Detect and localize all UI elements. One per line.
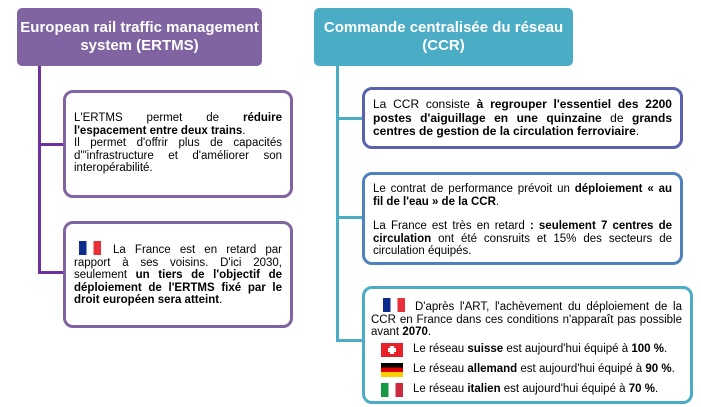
ccr-title: Commande centralisée du réseau (CCR) [323, 19, 564, 54]
text-segment: Le contrat de performance prévoit un [373, 183, 575, 195]
text-segment: . [219, 294, 223, 306]
text-segment: Le réseau italien est aujourd'hui équipé… [413, 383, 658, 396]
text-segment: grands centres de gestion de la circulat… [373, 110, 672, 138]
ccr-box-comparison: D'après l'ART, l'achèvement du déploieme… [362, 286, 693, 404]
country-row-switzerland: Le réseau suisse est aujourd'hui équipé … [371, 342, 682, 357]
switzerland-flag-icon [381, 342, 403, 357]
text-segment: allemand [467, 363, 518, 376]
text-segment: . [663, 343, 668, 356]
text-segment: . [495, 195, 500, 208]
text-segment: Le réseau [413, 343, 468, 356]
france-flag-icon [79, 241, 101, 255]
text-segment: Le contrat de performance prévoit un dép… [373, 183, 672, 208]
text-segment: suisse [467, 343, 504, 356]
ccr-header: Commande centralisée du réseau (CCR) [314, 8, 573, 66]
text-segment: italien [467, 383, 501, 396]
ertms-connector-trunk [38, 66, 41, 273]
ccr-box-description: La CCR consiste à regrouper l'essentiel … [362, 87, 683, 149]
germany-flag-icon [381, 362, 403, 377]
ccr-connector-3 [336, 339, 363, 342]
text-segment: 70 % [628, 383, 655, 396]
text-segment: La France est très en retard : seulement… [373, 220, 672, 258]
text-segment: . [635, 124, 640, 138]
ertms-connector-2 [38, 271, 64, 274]
text-segment: La France est très en retard [373, 220, 530, 232]
country-row-germany: Le réseau allemand est aujourd'hui équip… [371, 362, 682, 377]
text-segment: réduire l'espacement entre deux trains [74, 112, 282, 137]
text-segment: . [427, 326, 432, 338]
text-segment: est aujourd'hui équipé à [500, 383, 629, 396]
text-segment: de [601, 110, 632, 125]
text-segment: 100 % [631, 343, 664, 356]
ertms-box-france: La France est en retard par rapport à se… [63, 221, 293, 328]
italy-flag-icon [381, 382, 403, 397]
text-segment: La CCR consiste à regrouper l'essentiel … [373, 97, 672, 139]
text-segment: 2070 [402, 326, 428, 338]
text-segment: . [671, 363, 675, 376]
text-segment: un tiers de l'objectif de déploiement de… [74, 269, 282, 306]
text-segment: Le réseau [413, 383, 468, 396]
ertms-header: European rail traffic management system … [17, 8, 262, 66]
text-segment: Le réseau allemand est aujourd'hui équip… [413, 363, 675, 376]
ccr-box-contract: Le contrat de performance prévoit un dép… [362, 172, 683, 265]
ertms-connector-1 [38, 143, 64, 146]
text-segment: L'ERTMS permet de réduire l'espacement e… [74, 112, 282, 137]
text-segment: 90 % [645, 363, 672, 376]
text-segment: D'après l'ART, l'achèvement du déploieme… [371, 301, 682, 338]
ccr-connector-1 [336, 117, 363, 120]
text-segment: La CCR consiste [373, 97, 477, 111]
text-segment: est aujourd'hui équipé à [517, 363, 646, 376]
text-segment: à regrouper l'essentiel des 2200 postes … [373, 97, 672, 125]
text-segment: : seulement 7 centres de circulation [373, 220, 672, 245]
text-segment: déploiement « au fil de l'eau » de la CC… [373, 183, 673, 208]
france-flag-icon [383, 298, 405, 312]
country-row-italy: Le réseau italien est aujourd'hui équipé… [371, 382, 682, 397]
text-segment: La France est en retard par rapport à se… [74, 244, 282, 281]
text-segment: D'après l'ART, l'achèvement du déploieme… [371, 298, 682, 339]
ccr-connector-2 [336, 216, 363, 219]
text-segment: . [654, 383, 659, 396]
text-segment: ont été consruits et 15% des secteurs de… [373, 232, 672, 258]
text-segment: est aujourd'hui équipé à [503, 343, 632, 356]
text-segment: Il permet d'offrir plus de capacités d'"… [74, 137, 282, 174]
text-segment: L'ERTMS permet de [74, 112, 243, 124]
ertms-title: European rail traffic management system … [20, 19, 259, 54]
text-segment: Le réseau [413, 363, 468, 376]
ccr-connector-trunk [336, 66, 339, 342]
text-segment: Le réseau suisse est aujourd'hui équipé … [413, 343, 667, 356]
text-segment: La France est en retard par rapport à se… [74, 241, 282, 307]
ertms-box-description: L'ERTMS permet de réduire l'espacement e… [63, 90, 293, 198]
text-segment: . [242, 124, 246, 137]
